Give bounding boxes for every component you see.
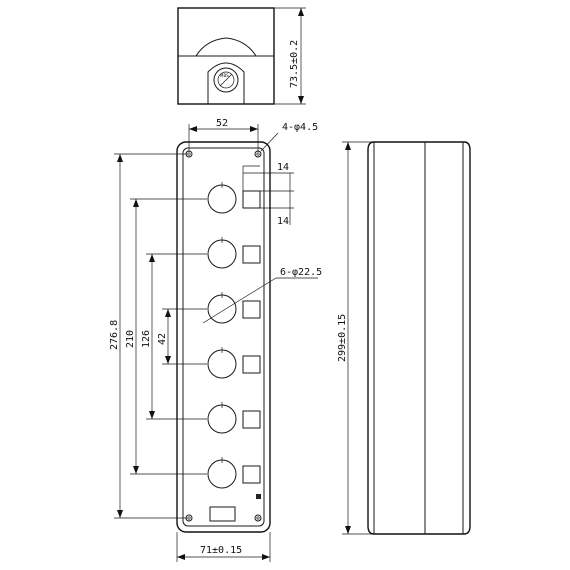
- side-view: 299±0.15: [337, 141, 471, 535]
- dim-arrow: [117, 154, 123, 162]
- dim-arrow: [298, 96, 304, 104]
- button-holes-dim: 6-φ22.5: [280, 267, 322, 278]
- dim-arrow: [177, 554, 185, 560]
- button-hole-5: [207, 402, 261, 434]
- mount-hole-center: [187, 152, 191, 156]
- dim-arrow: [117, 510, 123, 518]
- mount-hole-center: [256, 516, 260, 520]
- top-view-lock-housing: [207, 62, 245, 104]
- mount-hole-center: [187, 516, 191, 520]
- lock-key-slot: [219, 73, 233, 87]
- mount-hole-center: [256, 152, 260, 156]
- top-height-dim: 73.5±0.2: [289, 40, 300, 88]
- side-view-outline: [367, 141, 471, 535]
- ground-marker-icon: [256, 494, 261, 499]
- button-hole-1: [207, 182, 261, 214]
- nameplate-text: MBS: [220, 73, 229, 78]
- dim-arrow: [165, 309, 171, 317]
- dim-arrow: [165, 356, 171, 364]
- lock-cylinder-inner: [217, 71, 235, 89]
- spacing-126-dim: 126: [141, 330, 152, 348]
- button-hole-leader: [244, 277, 277, 298]
- inner-height-dim: 210: [125, 330, 136, 348]
- button-hole-4: [207, 347, 261, 379]
- dim-arrow: [149, 411, 155, 419]
- overall-height-dim: 276.8: [109, 320, 120, 350]
- front-view: 52 4-φ4.5 14 14 6-φ22.5 276.8 210: [109, 118, 322, 562]
- dim-arrow: [133, 466, 139, 474]
- lock-cylinder: [213, 67, 239, 93]
- pitch-dim-b: 14: [277, 216, 289, 227]
- top-view: MBS 73.5±0.2: [177, 7, 306, 105]
- button-hole-2: [207, 237, 261, 269]
- dim-arrow: [298, 8, 304, 16]
- bottom-label-slot: [209, 506, 236, 522]
- dim-arrow: [262, 554, 270, 560]
- dim-arrow: [345, 526, 351, 534]
- dim-arrow: [345, 142, 351, 150]
- bottom-width-dim: 71±0.15: [200, 545, 242, 556]
- side-height-dim: 299±0.15: [337, 314, 348, 362]
- button-hole-6: [207, 457, 261, 489]
- button-hole-3: [207, 292, 261, 324]
- spacing-42-dim: 42: [157, 333, 168, 345]
- mount-holes-dim: 4-φ4.5: [282, 122, 318, 133]
- button-hole-leader: [202, 296, 246, 324]
- dim-arrow: [250, 126, 258, 132]
- dim-arrow: [133, 199, 139, 207]
- front-view-outline: [176, 141, 271, 533]
- mount-hole-leader: [260, 132, 279, 152]
- dim-arrow: [149, 254, 155, 262]
- top-width-dim: 52: [216, 118, 228, 129]
- mount-hole-icon: [254, 514, 262, 522]
- front-view-inner-outline: [182, 147, 265, 527]
- top-view-dome: [195, 37, 257, 57]
- pitch-dim-a: 14: [277, 162, 289, 173]
- dim-arrow: [189, 126, 197, 132]
